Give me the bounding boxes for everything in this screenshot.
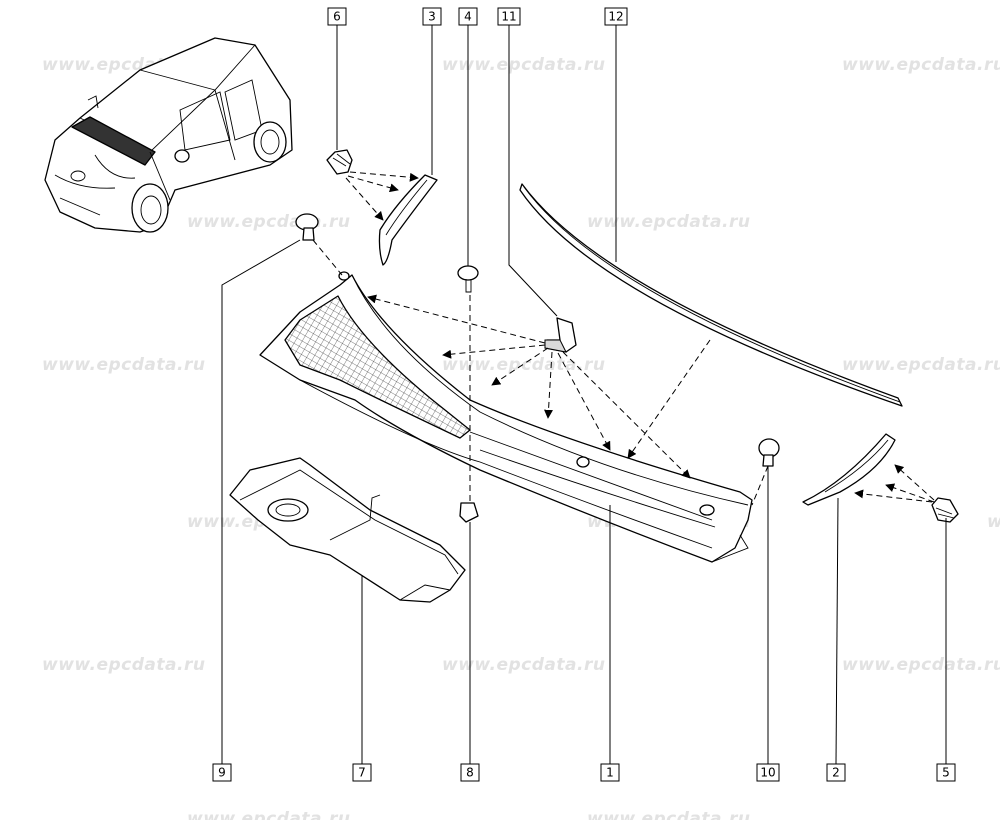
part-5-clip bbox=[931, 497, 959, 523]
watermark: www.epcdata.ru bbox=[587, 809, 750, 820]
callout-3: 3 bbox=[422, 7, 442, 26]
callout-label: 1 bbox=[606, 766, 614, 780]
callout-6: 6 bbox=[327, 7, 347, 26]
callout-4: 4 bbox=[458, 7, 478, 26]
callout-label: 3 bbox=[428, 10, 436, 24]
watermark: www.epcdata.ru bbox=[42, 655, 205, 675]
part-11-bracket bbox=[544, 317, 577, 353]
part-3-left-trim bbox=[378, 174, 438, 266]
callout-label: 4 bbox=[464, 10, 472, 24]
callout-9: 9 bbox=[212, 763, 232, 782]
part-12-windshield-seal bbox=[519, 183, 903, 407]
watermark: www.epcdata.ru bbox=[842, 55, 1000, 75]
watermark: www.epcdata.ru bbox=[987, 512, 1000, 532]
watermark: www.epcdata.ru bbox=[842, 655, 1000, 675]
callout-label: 10 bbox=[760, 766, 775, 780]
car-locator-illustration bbox=[44, 37, 293, 233]
callout-label: 9 bbox=[218, 766, 226, 780]
part-8-clip bbox=[459, 502, 479, 523]
callout-2: 2 bbox=[826, 763, 846, 782]
callout-label: 5 bbox=[942, 766, 950, 780]
watermark: www.epcdata.ru bbox=[442, 655, 605, 675]
part-9-push-clip bbox=[295, 213, 319, 241]
callout-label: 6 bbox=[333, 10, 341, 24]
callout-12: 12 bbox=[604, 7, 628, 26]
callout-7: 7 bbox=[352, 763, 372, 782]
callout-1: 1 bbox=[600, 763, 620, 782]
callout-leaders bbox=[221, 24, 947, 765]
callout-label: 11 bbox=[501, 10, 516, 24]
part-4-clip bbox=[457, 265, 479, 293]
part-7-lower-panel bbox=[229, 457, 466, 603]
callout-label: 2 bbox=[832, 766, 840, 780]
callout-10: 10 bbox=[756, 763, 780, 782]
watermark: www.epcdata.ru bbox=[187, 212, 350, 232]
callout-11: 11 bbox=[497, 7, 521, 26]
part-2-right-trim bbox=[802, 433, 896, 506]
part-6-clip bbox=[326, 149, 353, 175]
watermark: www.epcdata.ru bbox=[442, 55, 605, 75]
watermark: www.epcdata.ru bbox=[587, 212, 750, 232]
assembly-lines bbox=[312, 171, 935, 506]
watermark: www.epcdata.ru bbox=[42, 355, 205, 375]
part-10-push-clip bbox=[758, 438, 780, 467]
callout-8: 8 bbox=[460, 763, 480, 782]
callout-5: 5 bbox=[936, 763, 956, 782]
callout-label: 7 bbox=[358, 766, 366, 780]
callout-label: 8 bbox=[466, 766, 474, 780]
watermark: www.epcdata.ru bbox=[187, 809, 350, 820]
watermark: www.epcdata.ru bbox=[442, 355, 605, 375]
callout-label: 12 bbox=[608, 10, 623, 24]
watermark: www.epcdata.ru bbox=[842, 355, 1000, 375]
part-1-cowl-panel bbox=[259, 271, 753, 563]
